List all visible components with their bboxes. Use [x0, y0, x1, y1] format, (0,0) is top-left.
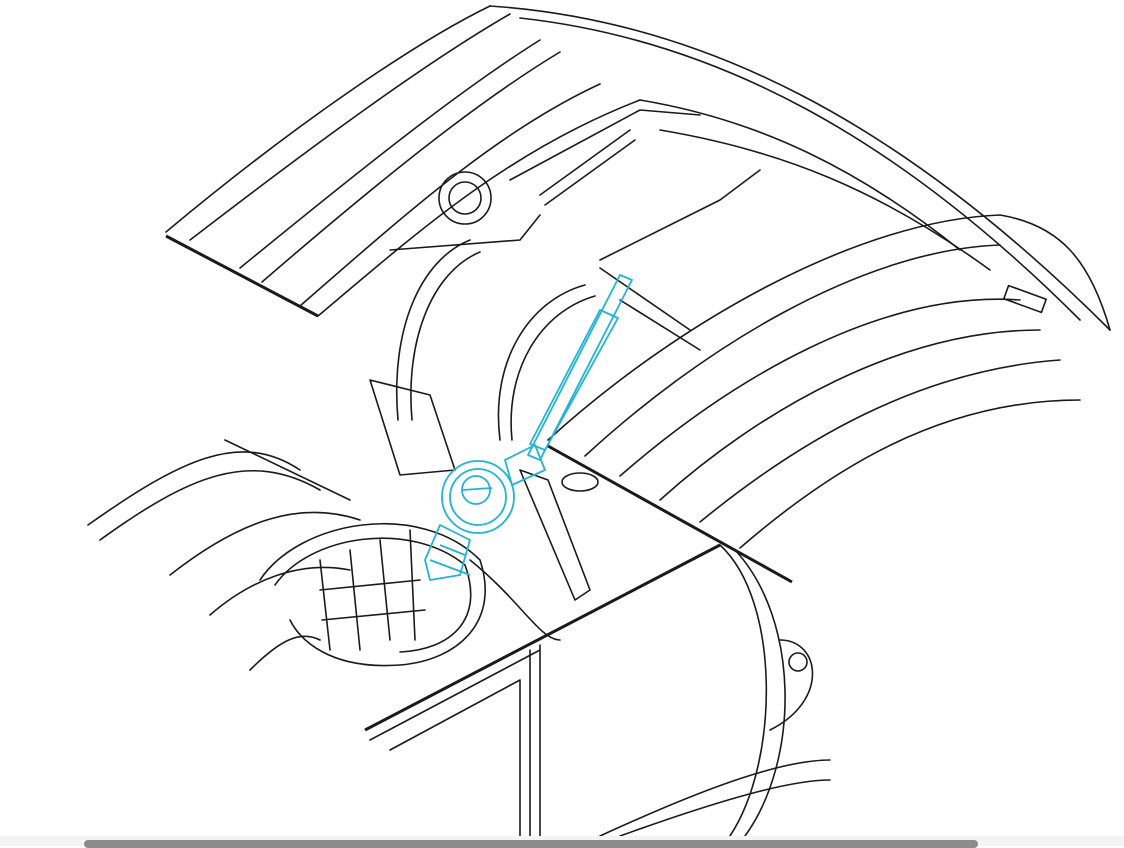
- upper-left-wing-panel: [165, 5, 641, 318]
- lower-left-panel: [87, 439, 486, 671]
- lower-fuselage: [364, 543, 831, 837]
- scrollbar-thumb[interactable]: [84, 840, 978, 848]
- fuselage-frames: [369, 109, 761, 601]
- highlighted-gun-part: [424, 274, 633, 581]
- upper-right-wing-panel: [489, 5, 1111, 584]
